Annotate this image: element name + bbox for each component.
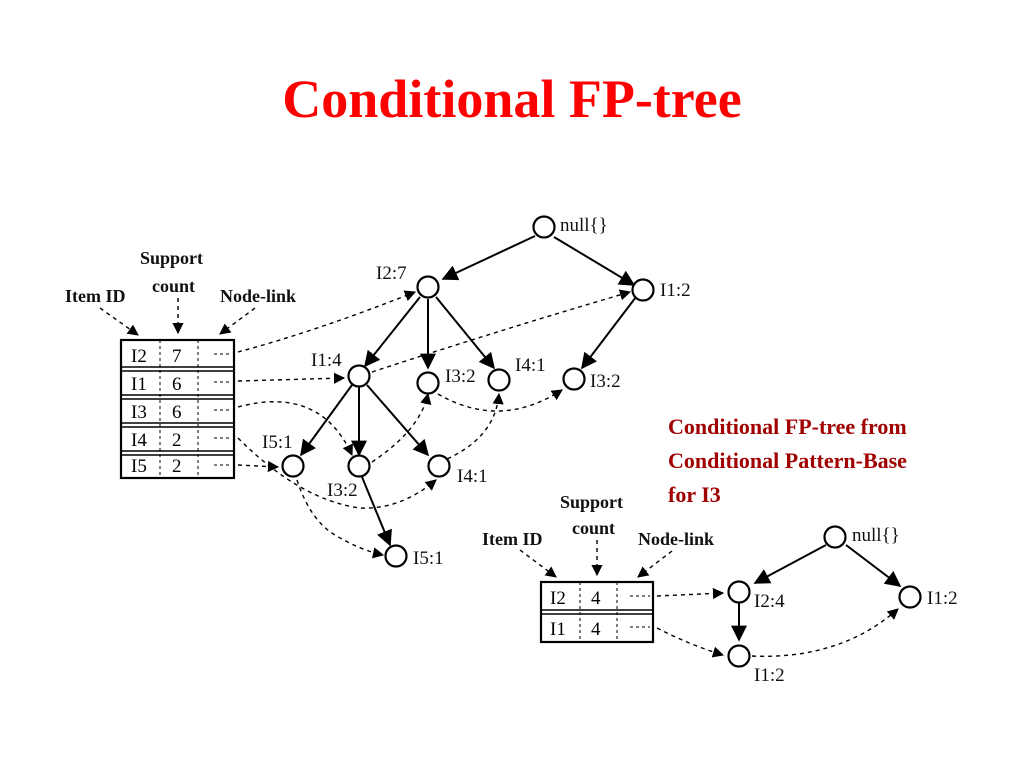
tree-node: [416, 275, 440, 299]
tree-edge: [753, 544, 827, 584]
node-link-i2: [237, 290, 417, 353]
node-link-i5-chain: [296, 479, 385, 559]
table-item: I5: [131, 456, 147, 477]
node-link-i1: [237, 372, 346, 384]
node-link-i3: [237, 401, 353, 457]
tree-node: [384, 544, 408, 568]
table-item: I1: [550, 619, 566, 640]
caption-line-2: Conditional Pattern-Base: [668, 448, 907, 473]
caption-line-3: for I3: [668, 482, 721, 507]
node-link-i4-chain: [439, 392, 504, 463]
node-link-i1-chain: [751, 608, 899, 657]
table-count: 6: [172, 402, 182, 423]
support-label-line1: Support: [560, 492, 623, 512]
tree-node: [727, 644, 751, 668]
tree-node: [281, 454, 305, 478]
tree-edge: [364, 296, 421, 368]
tree-node: [487, 368, 511, 392]
tree-node: [562, 367, 586, 391]
node-label: I2:7: [376, 263, 407, 284]
node-link-i2: [656, 587, 725, 600]
node-label: I3:2: [445, 366, 476, 387]
header-table: I2 7 I1 6 I3 6 I4 2 I5 2: [119, 338, 236, 480]
table-count: 7: [172, 346, 182, 367]
node-label: I1:4: [311, 350, 342, 371]
tree-node: [347, 454, 371, 478]
item-id-label: Item ID: [482, 529, 543, 549]
tree-edge: [366, 384, 430, 457]
node-link-i1-chain: [371, 289, 632, 373]
support-label-line1: Support: [140, 248, 203, 268]
node-label: I1:2: [927, 588, 958, 609]
slide-title: Conditional FP-tree: [282, 69, 742, 129]
caption-line-1: Conditional FP-tree from: [668, 414, 907, 439]
node-label: I1:2: [754, 665, 785, 686]
tree-node: [347, 364, 371, 388]
table-item: I2: [131, 346, 147, 367]
item-id-label: Item ID: [65, 286, 126, 306]
conditional-header-table: I2 4 I1 4: [539, 580, 655, 644]
node-link-i5: [237, 460, 280, 473]
node-label: I3:2: [327, 480, 358, 501]
node-link-label: Node-link: [220, 286, 296, 306]
tree-node: [823, 525, 847, 549]
node-label: I2:4: [754, 591, 785, 612]
tree-node: [631, 278, 655, 302]
tree-node: [416, 371, 440, 395]
node-link-i3-chain-b: [437, 389, 563, 412]
tree-edge: [361, 476, 392, 547]
table-item: I1: [131, 374, 147, 395]
support-label-line2: count: [152, 276, 195, 296]
tree-node: [727, 580, 751, 604]
tree-edge: [300, 384, 353, 457]
table-count: 2: [172, 430, 182, 451]
node-link-pointer: [637, 550, 673, 578]
tree-node: [532, 215, 556, 239]
node-label: I4:1: [515, 355, 546, 376]
tree-edge: [441, 235, 536, 281]
item-id-pointer: [519, 549, 557, 578]
table-item: I2: [550, 588, 566, 609]
node-label: I1:2: [660, 280, 691, 301]
support-label-line2: count: [572, 518, 615, 538]
node-link-i4: [237, 437, 437, 509]
tree-node: [898, 585, 922, 609]
node-link-pointer: [219, 307, 256, 335]
node-label: null{}: [852, 525, 900, 546]
node-label: I5:1: [413, 548, 444, 569]
table-item: I3: [131, 402, 147, 423]
table-count: 2: [172, 456, 182, 477]
node-label: I3:2: [590, 371, 621, 392]
tree-edge: [435, 296, 496, 370]
node-link-i1: [656, 627, 725, 658]
tree-node: [427, 454, 451, 478]
table-count: 6: [172, 374, 182, 395]
item-id-pointer: [99, 307, 139, 336]
caption: Conditional FP-tree from Conditional Pat…: [668, 410, 998, 512]
table-item: I4: [131, 430, 147, 451]
node-link-i3-chain-a: [371, 392, 432, 463]
node-label: I4:1: [457, 466, 488, 487]
table-count: 4: [591, 588, 601, 609]
tree-edge: [845, 544, 902, 587]
node-link-label: Node-link: [638, 529, 714, 549]
tree-edge: [581, 296, 637, 370]
node-label: null{}: [560, 215, 608, 236]
tree-edge: [553, 236, 636, 286]
table-count: 4: [591, 619, 601, 640]
node-label: I5:1: [262, 432, 293, 453]
